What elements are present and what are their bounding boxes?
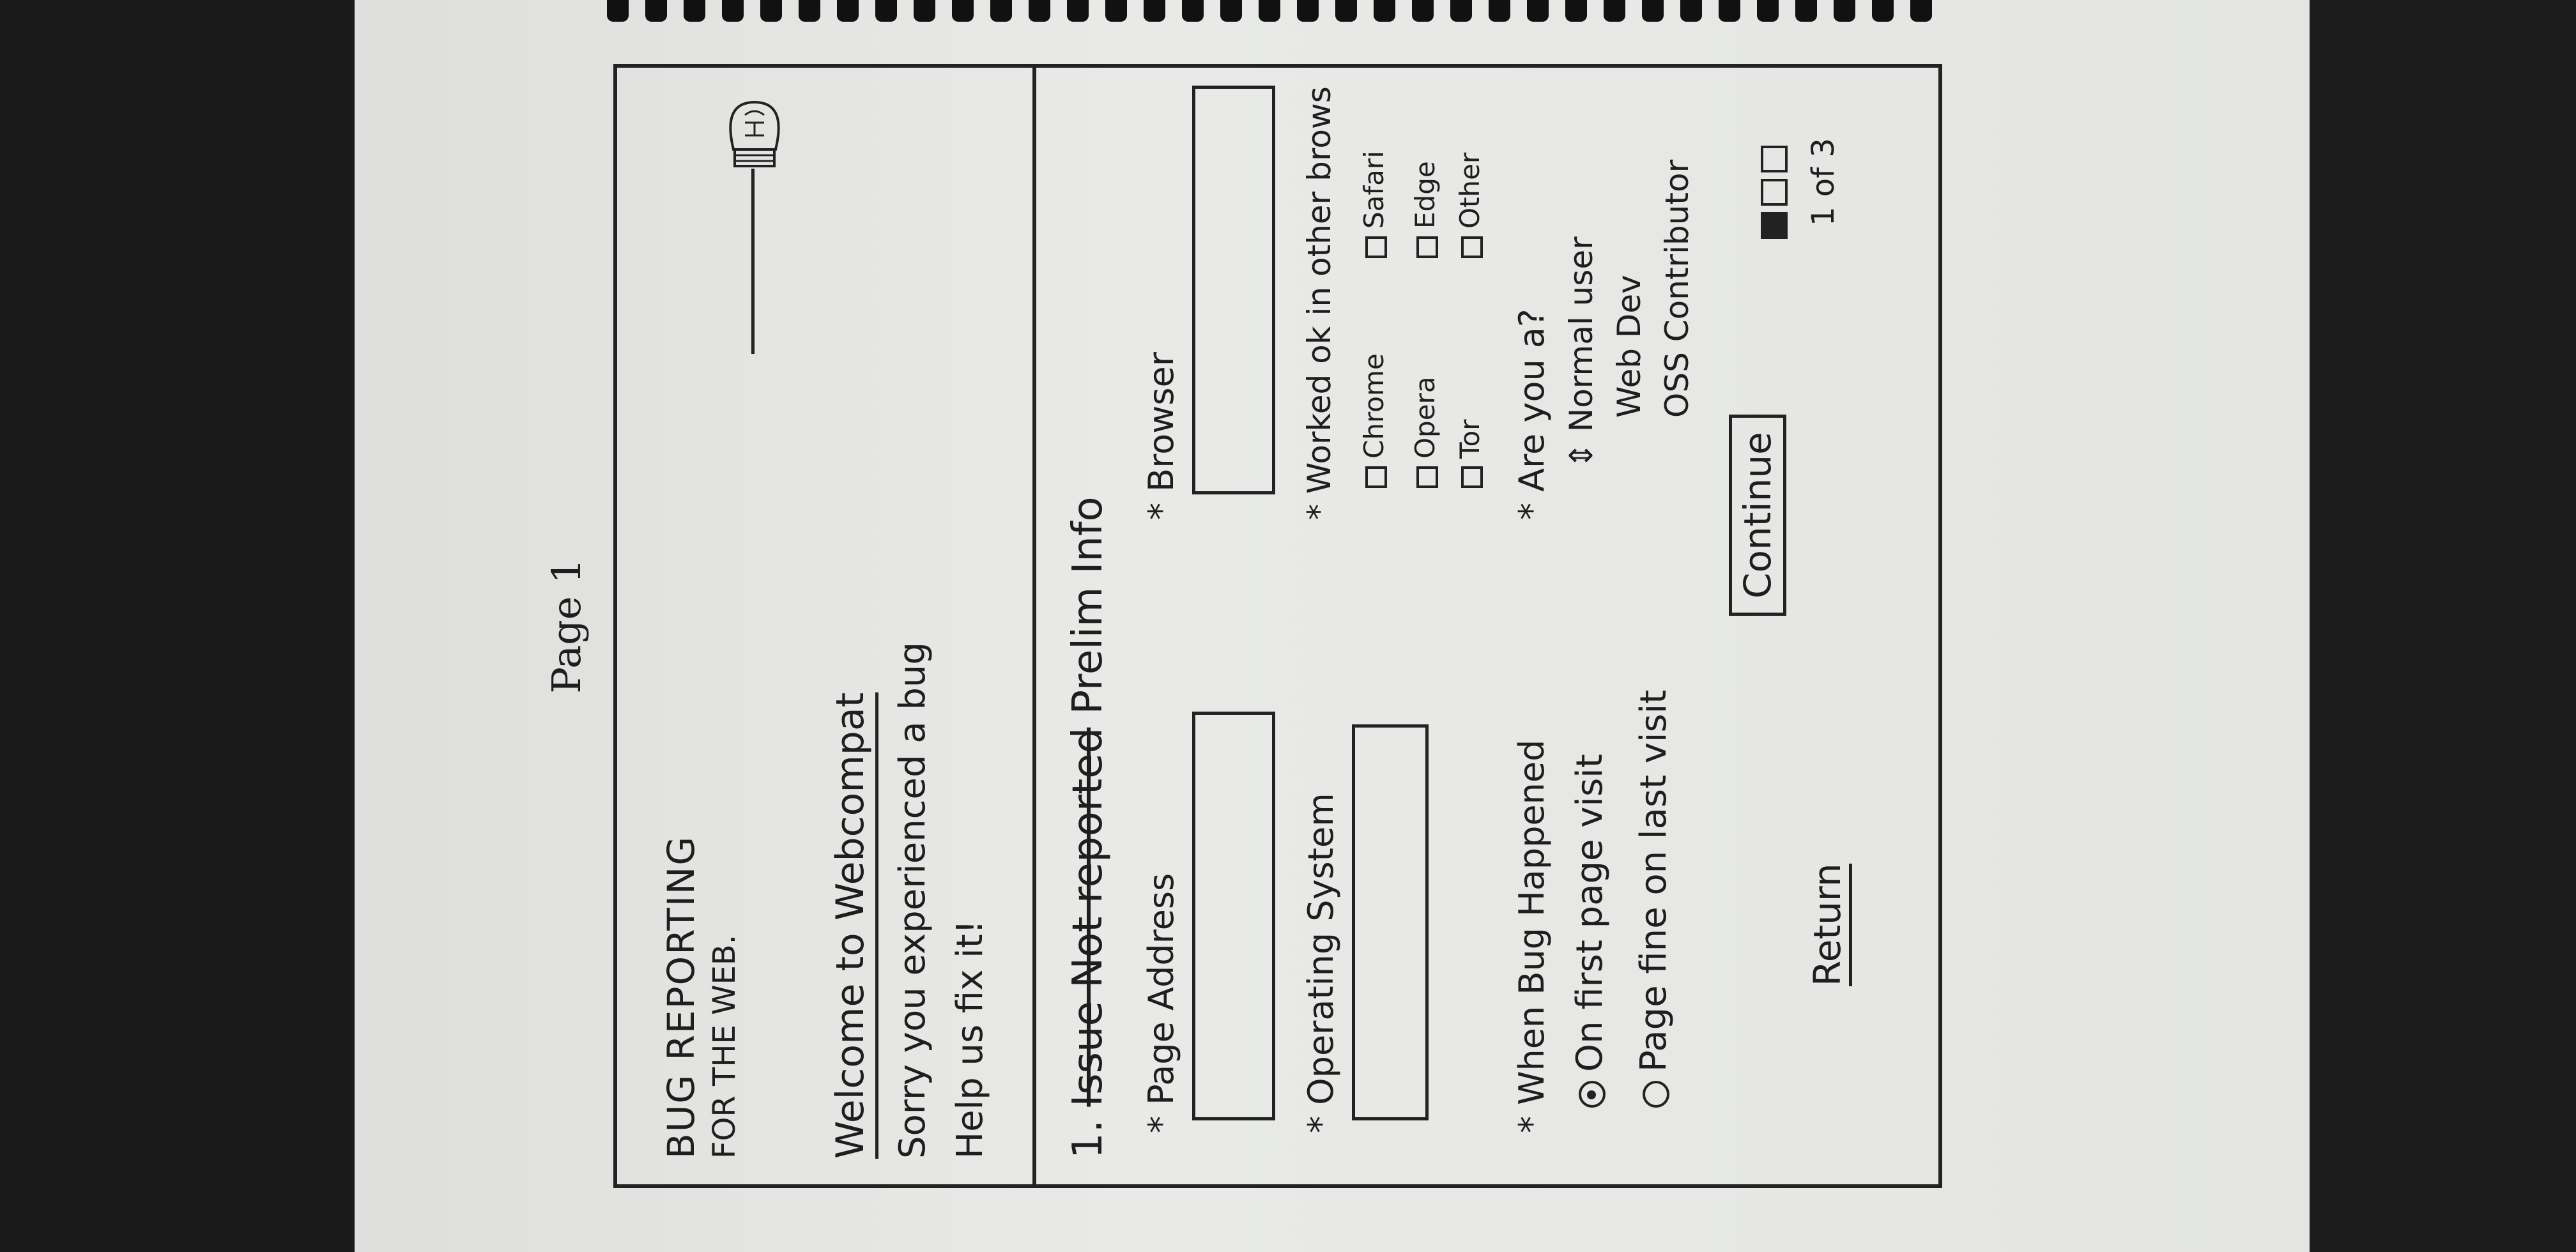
- lamp-cord: [751, 169, 755, 354]
- radio-first-visit[interactable]: On first page visit: [1569, 754, 1611, 1108]
- checkbox-icon: [1416, 466, 1438, 488]
- radio-selected-icon: [1578, 1081, 1606, 1108]
- spiral-ring: [1757, 0, 1779, 22]
- checkbox-label: Tor: [1454, 419, 1485, 459]
- spiral-ring: [1565, 0, 1587, 22]
- continue-button[interactable]: Continue: [1729, 415, 1786, 616]
- spiral-ring: [1795, 0, 1817, 22]
- spiral-ring: [799, 0, 820, 22]
- spiral-ring: [1719, 0, 1740, 22]
- are-you-label: * Are you a?: [1512, 309, 1552, 520]
- spiral-ring: [1834, 0, 1855, 22]
- spiral-ring: [1642, 0, 1664, 22]
- section-name: Prelim Info: [1064, 496, 1112, 715]
- user-type-select[interactable]: ⇕ Normal user: [1563, 236, 1600, 469]
- lightbulb-icon: [729, 100, 780, 167]
- radio-label: Page fine on last visit: [1633, 689, 1675, 1072]
- operating-system-input[interactable]: [1352, 724, 1429, 1120]
- user-type-option: Web Dev: [1611, 275, 1648, 418]
- spiral-ring: [1910, 0, 1932, 22]
- browser-label: * Browser: [1141, 352, 1181, 520]
- page-address-input[interactable]: [1192, 712, 1275, 1120]
- brand-title: BUG REPORTING: [659, 835, 703, 1159]
- desk-left: [0, 0, 358, 1252]
- spiral-ring: [1872, 0, 1894, 22]
- spiral-ring: [1412, 0, 1434, 22]
- spiral-ring: [1374, 0, 1395, 22]
- brand-subtitle: FOR THE WEB.: [707, 935, 742, 1159]
- user-type-option: Normal user: [1563, 236, 1600, 432]
- radio-label: On first page visit: [1569, 754, 1611, 1072]
- section-divider: [1032, 68, 1036, 1184]
- spiral-ring: [837, 0, 859, 22]
- spiral-ring: [1527, 0, 1549, 22]
- spiral-ring: [1067, 0, 1089, 22]
- intro-line: Sorry you experienced a bug: [892, 642, 933, 1159]
- checkbox-icon: [1365, 236, 1387, 258]
- welcome-heading: Welcome to Webcompat: [828, 692, 878, 1159]
- spiral-ring: [1450, 0, 1472, 22]
- checkbox-opera[interactable]: Opera: [1409, 376, 1441, 488]
- browser-input[interactable]: [1192, 86, 1275, 494]
- spiral-ring: [722, 0, 744, 22]
- spiral-ring: [875, 0, 897, 22]
- page-address-label: * Page Address: [1141, 873, 1181, 1133]
- spiral-ring: [1680, 0, 1702, 22]
- checkbox-icon: [1365, 466, 1387, 488]
- checkbox-label: Edge: [1409, 161, 1441, 229]
- radio-icon: [1642, 1081, 1669, 1108]
- spiral-ring: [1182, 0, 1204, 22]
- spiral-ring: [1335, 0, 1357, 22]
- user-type-option: OSS Contributor: [1659, 159, 1696, 418]
- checkbox-tor[interactable]: Tor: [1454, 420, 1485, 488]
- spiral-ring: [684, 0, 705, 22]
- section-title: 1. Issue Not reported Prelim Info: [1064, 496, 1112, 1159]
- checkbox-label: Other: [1454, 152, 1485, 229]
- worked-in-label: * Worked ok in other brows: [1301, 86, 1338, 520]
- wireframe-frame: BUG REPORTING FOR THE WEB. Welcome to We…: [613, 64, 1942, 1188]
- section-struck-text: Issue Not reported: [1064, 727, 1112, 1107]
- checkbox-safari[interactable]: Safari: [1358, 151, 1390, 258]
- spiral-ring: [645, 0, 667, 22]
- spiral-ring: [1297, 0, 1319, 22]
- checkbox-other[interactable]: Other: [1454, 153, 1485, 258]
- spiral-ring: [1489, 0, 1510, 22]
- operating-system-label: * Operating System: [1301, 793, 1341, 1133]
- section-number: 1.: [1064, 1119, 1112, 1159]
- page-counter: 1 of 3: [1805, 138, 1841, 226]
- page-dot-active[interactable]: [1761, 212, 1788, 239]
- up-down-arrows-icon: ⇕: [1563, 442, 1600, 469]
- checkbox-label: Opera: [1409, 376, 1441, 459]
- page-dot[interactable]: [1761, 146, 1788, 172]
- spiral-ring: [1105, 0, 1127, 22]
- spiral-ring: [760, 0, 782, 22]
- notebook-page: [355, 0, 2310, 1252]
- return-button[interactable]: Return: [1805, 863, 1852, 986]
- checkbox-icon: [1416, 236, 1438, 258]
- spiral-ring: [1220, 0, 1242, 22]
- checkbox-chrome[interactable]: Chrome: [1358, 353, 1390, 488]
- spiral-ring: [1029, 0, 1050, 22]
- spiral-ring: [1604, 0, 1625, 22]
- spiral-ring: [952, 0, 974, 22]
- checkbox-icon: [1460, 236, 1483, 258]
- spiral-ring: [990, 0, 1012, 22]
- page-dot[interactable]: [1761, 179, 1788, 206]
- checkbox-edge[interactable]: Edge: [1409, 161, 1441, 258]
- spiral-ring: [607, 0, 629, 22]
- desk-right: [2306, 0, 2576, 1252]
- page-label: Page 1: [543, 558, 590, 694]
- when-bug-label: * When Bug Happened: [1512, 739, 1552, 1133]
- spiral-ring: [1144, 0, 1165, 22]
- checkbox-icon: [1460, 466, 1483, 488]
- radio-last-visit[interactable]: Page fine on last visit: [1633, 690, 1675, 1108]
- checkbox-label: Safari: [1358, 151, 1390, 229]
- spiral-ring: [914, 0, 935, 22]
- help-line: Help us fix it!: [949, 919, 991, 1159]
- checkbox-label: Chrome: [1358, 353, 1390, 459]
- spiral-ring: [1259, 0, 1280, 22]
- pagination-dots[interactable]: [1761, 139, 1788, 239]
- wireframe-sketch: Page 1 BUG REPORTING FOR THE WEB. Welcom…: [543, 19, 2076, 1233]
